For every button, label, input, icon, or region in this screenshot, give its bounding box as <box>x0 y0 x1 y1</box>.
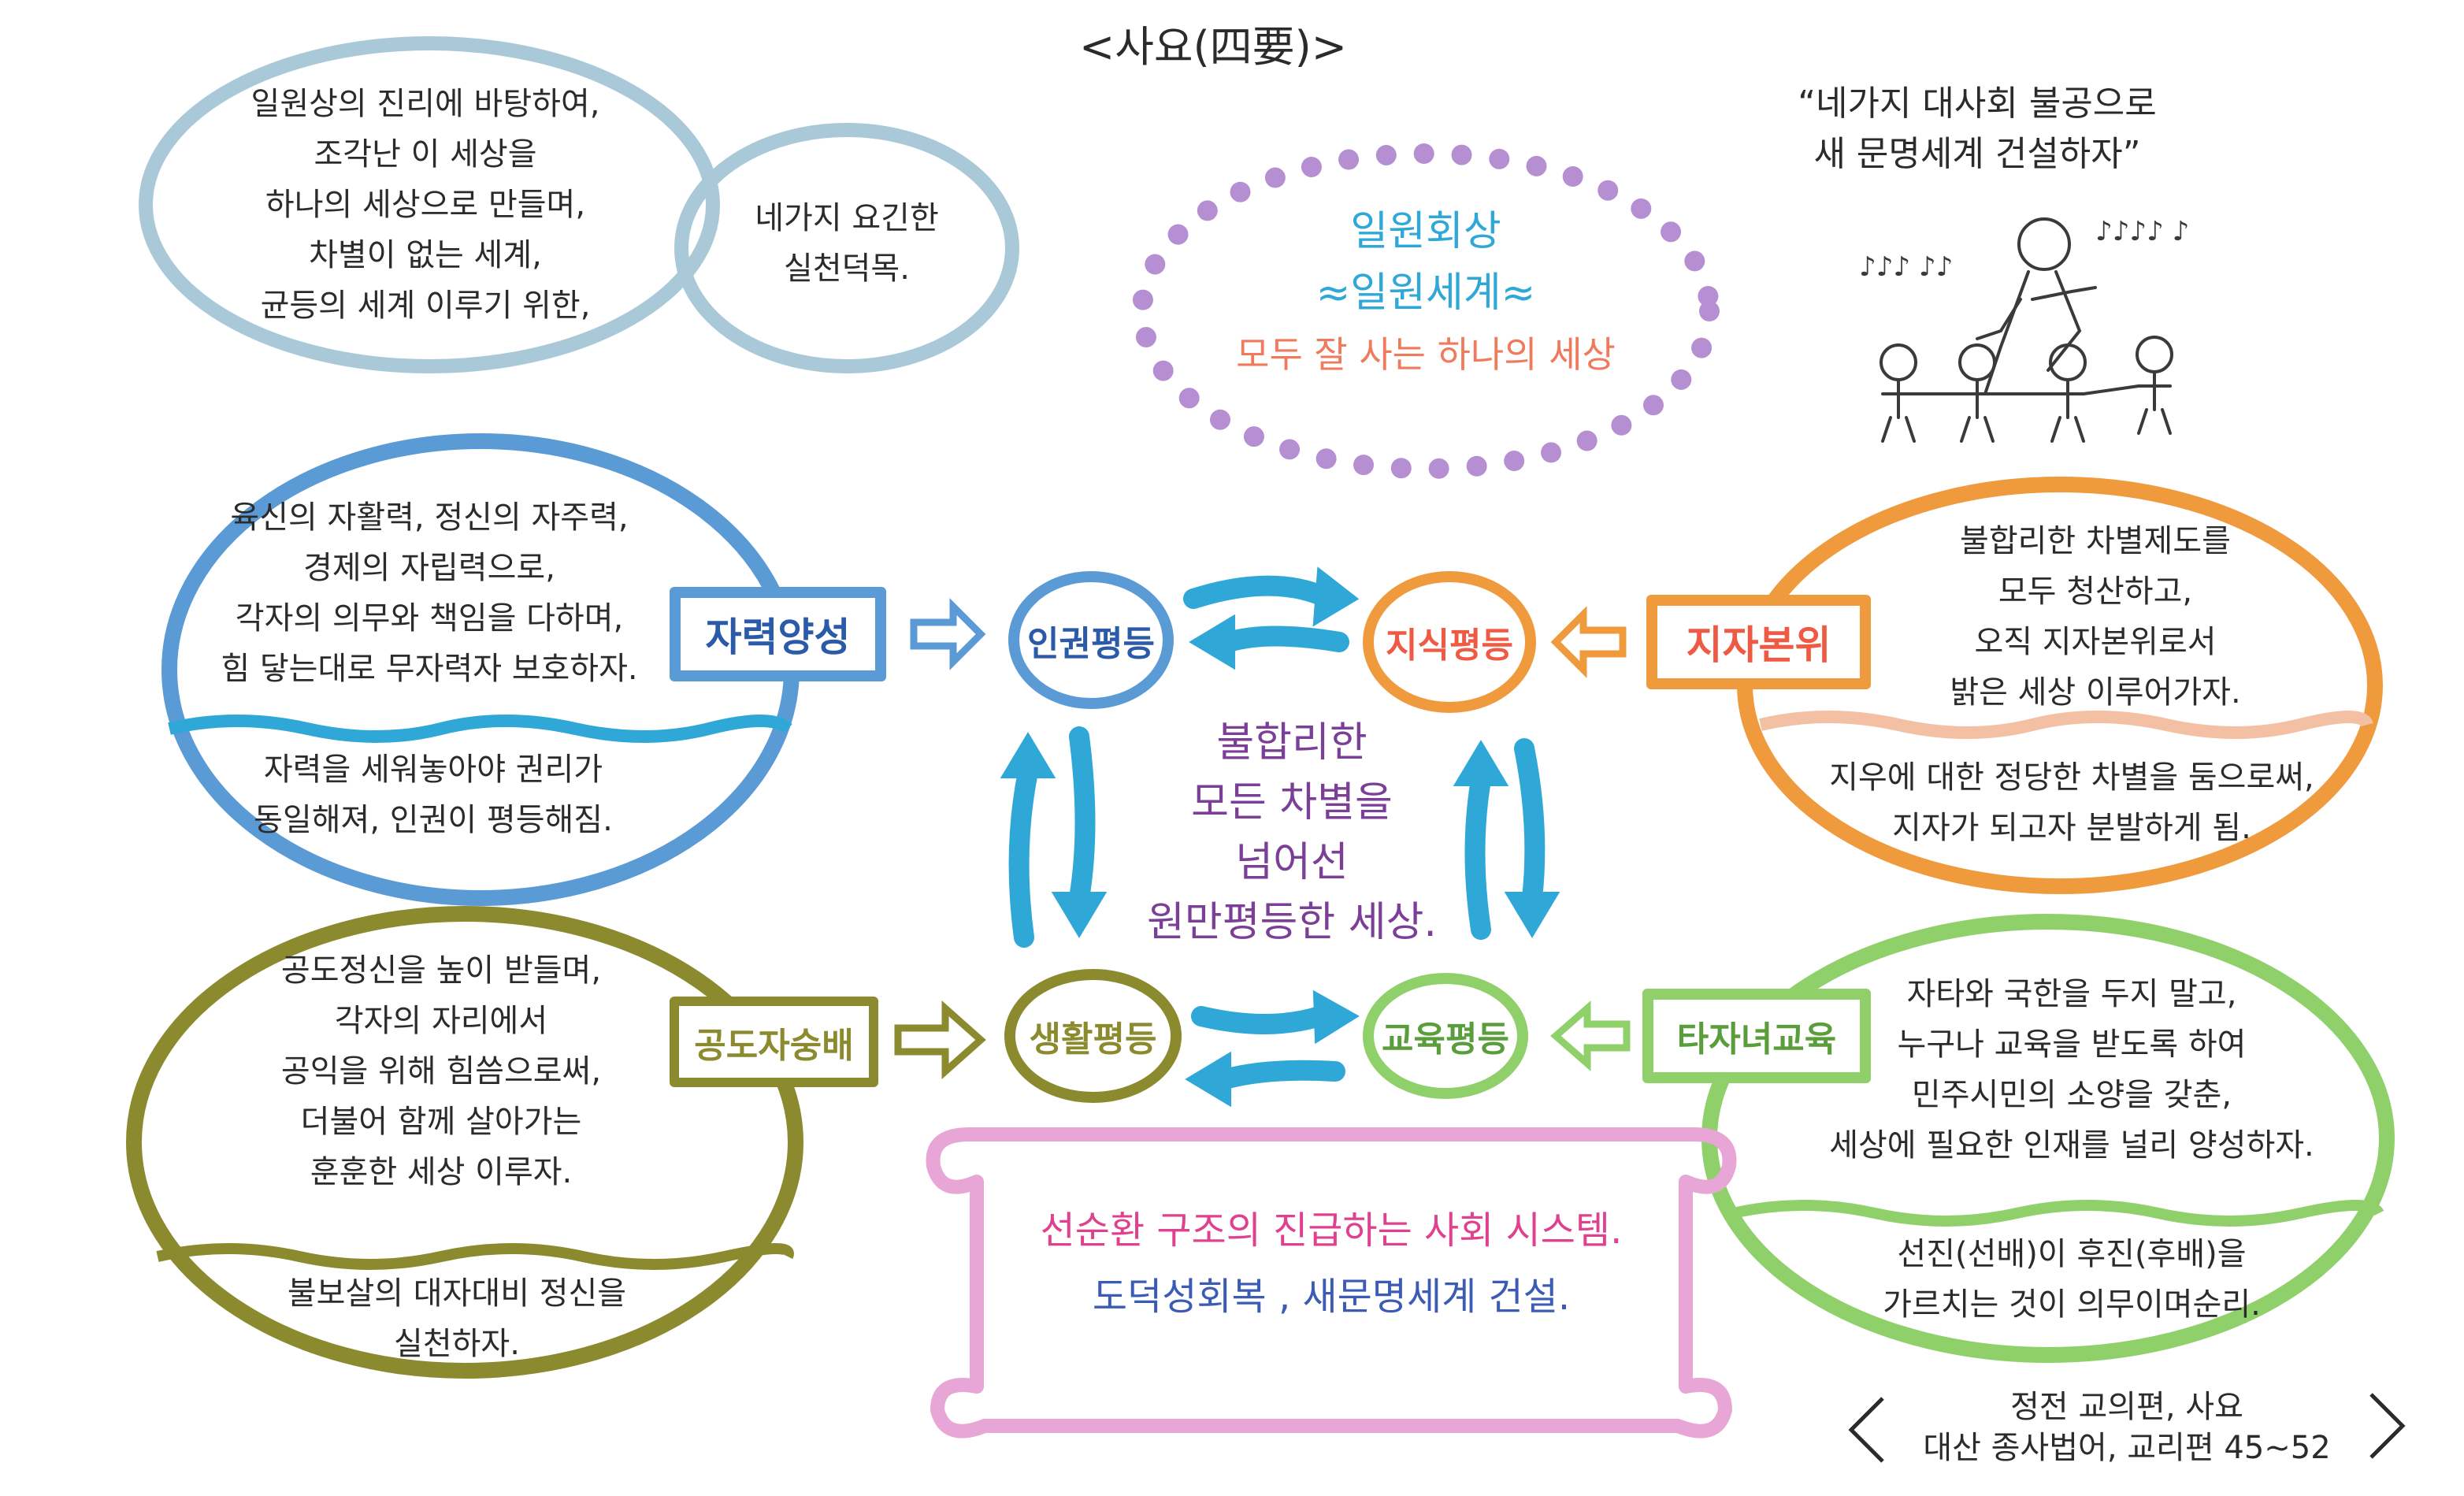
box-arrow-wisdom <box>1550 606 1627 678</box>
box-self-reliance: 자력양성 <box>670 587 886 681</box>
node-education: 교육평등 <box>1363 973 1528 1099</box>
bottom-right-text: 자타와 국한을 두지 말고, 누구나 교육을 받도록 하여 민주시민의 소양을 … <box>1829 976 2314 1164</box>
top-left-text: 육신의 자활력, 정신의 자주력, 경제의 자립력으로, 각자의 의무와 책임을… <box>221 499 638 687</box>
slogan: “네가지 대사회 불공으로 새 문명세계 건설하자” <box>1798 84 2157 174</box>
box-wisdom: 지자본위 <box>1646 595 1871 689</box>
box-arrow-self-reliance <box>910 598 986 670</box>
top-left-wave <box>168 715 792 743</box>
center-statement: 불합리한 모든 차별을 넘어선 원만평등한 세상. <box>1147 719 1437 946</box>
intro-right-text: 네가지 요긴한 실천덕목. <box>755 200 939 287</box>
top-left-result: 자력을 세워놓아야 권리가 동일해져, 인권이 평등해짐. <box>254 752 613 838</box>
bottom-left-text: 공도정신을 높이 받들며, 각자의 자리에서 공익을 위해 힘씀으로써, 더불어… <box>280 952 602 1190</box>
children-doodle <box>1880 217 2173 443</box>
intro-right-circle <box>674 123 1019 373</box>
source-reference: 정전 교의편, 사요 대산 종사법어, 교리편 45~52 <box>1923 1389 2331 1466</box>
source-bracket <box>1848 1393 2406 1463</box>
intro-left-text: 일원상의 진리에 바탕하여, 조각난 이 세상을 하나의 세상으로 만들며, 차… <box>250 86 600 324</box>
node-human-rights: 인권평등 <box>1008 571 1174 709</box>
top-right-wave <box>1759 711 2373 739</box>
cycle-arrows <box>1000 566 1560 1108</box>
center-oval-text: 일원회상 ≈일원세계≈ 모두 잘 사는 하나의 세상 <box>1236 208 1616 376</box>
intro-left-circle <box>139 36 720 373</box>
bottom-left-oval <box>126 906 803 1379</box>
box-arrow-others-children <box>1550 1000 1631 1071</box>
svg-text:♪♪♪ ♪♪: ♪♪♪ ♪♪ <box>1859 251 1953 283</box>
node-livelihood: 생활평등 <box>1004 969 1182 1103</box>
top-right-result: 지우에 대한 정당한 차별을 둠으로써, 지자가 되고자 분발하게 됨. <box>1829 759 2314 846</box>
node-knowledge: 지식평등 <box>1363 571 1536 713</box>
bottom-right-result: 선진(선배)이 후진(후배)을 가르치는 것이 의무이며순리. <box>1883 1236 2261 1323</box>
box-others-children: 타자녀교육 <box>1642 989 1871 1083</box>
bottom-left-result: 불보살의 대자대비 정신을 실천하자. <box>287 1275 627 1362</box>
banner-scroll <box>926 1127 1737 1438</box>
page-title: <사요(四要)> <box>1079 22 1347 72</box>
svg-text:♪♪♪♪ ♪: ♪♪♪♪ ♪ <box>2095 216 2189 247</box>
music-notes-icon: ♪♪♪ ♪♪ ♪♪♪♪ ♪ <box>1859 216 2189 283</box>
bottom-left-wave <box>156 1243 794 1270</box>
bottom-right-wave <box>1731 1200 2384 1227</box>
banner-text: 선순환 구조의 진급하는 사회 시스템. 도덕성회복 , 새문명세계 건설. <box>1040 1208 1623 1319</box>
center-dotted-oval <box>1132 143 1720 479</box>
box-public-spirit: 공도자숭배 <box>670 997 878 1087</box>
box-arrow-public-spirit <box>894 1000 986 1080</box>
top-right-text: 불합리한 차별제도를 모두 청산하고, 오직 지자본위로서 밝은 세상 이루어가… <box>1950 523 2241 711</box>
